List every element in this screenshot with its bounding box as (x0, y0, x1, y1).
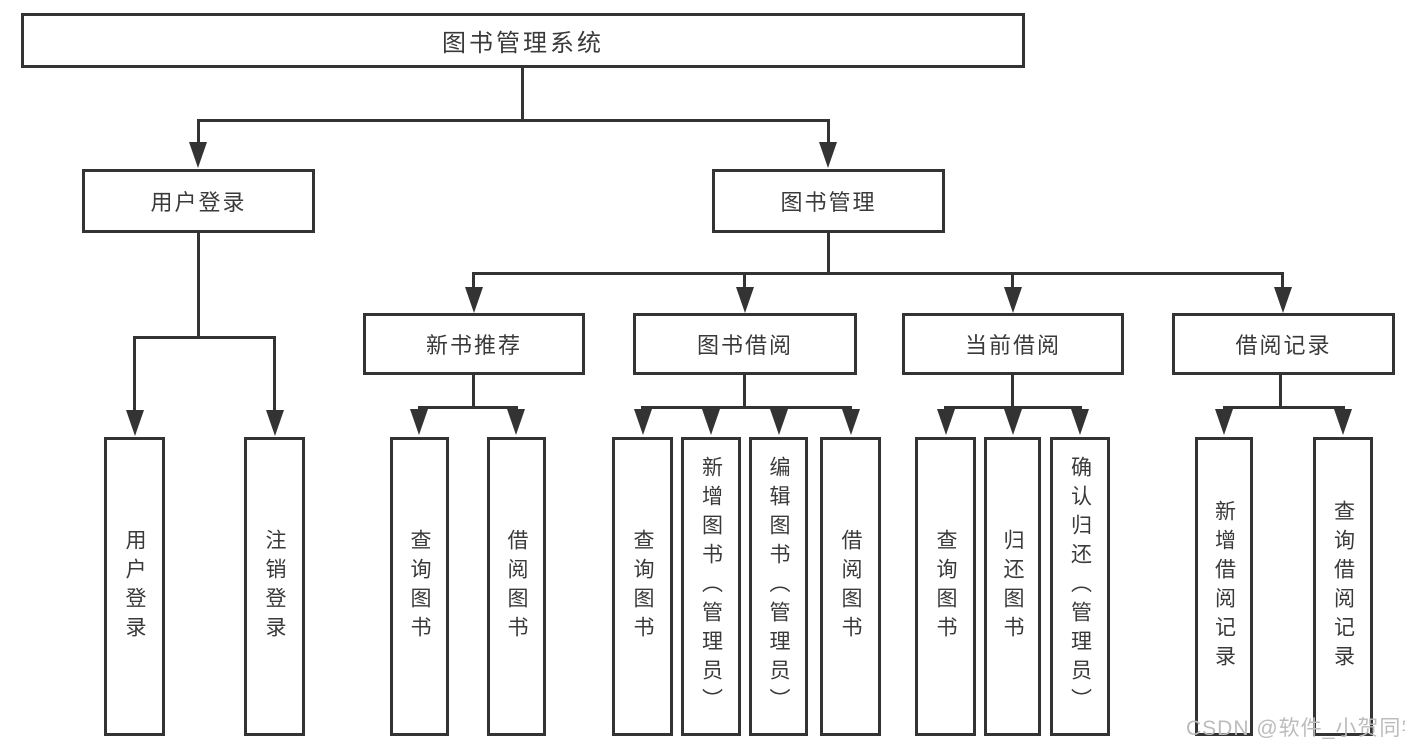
csdn-watermark: CSDN @软件_小贺同学 (1186, 717, 1405, 740)
leaf-user-login: 用户登录 (104, 437, 165, 736)
leaf-label: 归还图书 (1001, 528, 1024, 645)
leaf-query-books-1: 查询图书 (390, 437, 449, 736)
connector-borrowrecord-split (1223, 406, 1345, 409)
leaf-query-books-2: 查询图书 (612, 437, 673, 736)
leaf-label: 查询图书 (631, 528, 654, 645)
connector-bookmgmt-stem (827, 233, 830, 272)
arrowhead-leaf (1215, 409, 1233, 435)
leaf-label: 借阅图书 (839, 528, 862, 645)
arrowhead-leaf (266, 410, 284, 436)
connector-bookmgmt-split (472, 272, 1284, 275)
arrowhead-leaf (770, 409, 788, 435)
connector-newbook-stem (472, 375, 475, 406)
leaf-label: 新增借阅记录 (1212, 499, 1236, 674)
leaf-add-borrow-record: 新增借阅记录 (1195, 437, 1253, 736)
node-user-login: 用户登录 (82, 169, 315, 233)
connector-userlogin-split (133, 336, 276, 339)
node-borrow-record: 借阅记录 (1172, 313, 1395, 375)
leaf-label: 注销登录 (263, 528, 286, 645)
leaf-label: 查询借阅记录 (1331, 499, 1355, 674)
leaf-label: 借阅图书 (505, 528, 528, 645)
connector-borrowrecord-stem (1279, 375, 1282, 406)
node-current-borrow: 当前借阅 (902, 313, 1124, 375)
arrowhead-module (736, 287, 754, 313)
connector-currentborrow-split (944, 406, 1082, 409)
connector-drop-module (743, 272, 746, 287)
leaf-label: 新增图书（管理员） (699, 456, 723, 717)
arrowhead-leaf (507, 409, 525, 435)
leaf-label: 查询图书 (408, 528, 431, 645)
connector-root-split (197, 119, 830, 122)
leaf-return-book: 归还图书 (984, 437, 1041, 736)
connector-bookborrow-stem (743, 375, 746, 406)
connector-drop-module (1281, 272, 1284, 287)
leaf-label: 确认归还（管理员） (1068, 456, 1092, 717)
leaf-borrow-books-2: 借阅图书 (820, 437, 881, 736)
leaf-label: 编辑图书（管理员） (767, 456, 790, 717)
arrowhead-leaf (1071, 409, 1089, 435)
arrowhead-leaf (842, 409, 860, 435)
leaf-edit-book-admin: 编辑图书（管理员） (749, 437, 808, 736)
leaf-label: 用户登录 (123, 528, 146, 645)
arrowhead-module (465, 287, 483, 313)
arrowhead-leaf (126, 410, 144, 436)
connector-bookborrow-split (641, 406, 852, 409)
leaf-add-book-admin: 新增图书（管理员） (681, 437, 741, 736)
connector-newbook-split (418, 406, 518, 409)
arrowhead-user-login (189, 142, 207, 168)
arrowhead-leaf (634, 409, 652, 435)
node-library-system: 图书管理系统 (21, 13, 1025, 68)
connector-drop-book-mgmt (827, 119, 830, 143)
arrowhead-module (1004, 287, 1022, 313)
node-book-borrow: 图书借阅 (633, 313, 857, 375)
connector-currentborrow-stem (1011, 375, 1014, 406)
arrowhead-leaf (410, 409, 428, 435)
arrowhead-book-mgmt (819, 142, 837, 168)
connector-drop-module (472, 272, 475, 287)
connector-drop-user-login (197, 119, 200, 143)
arrowhead-leaf (937, 409, 955, 435)
node-new-book-recommend: 新书推荐 (363, 313, 585, 375)
connector-drop-module (1011, 272, 1014, 287)
connector-userlogin-stem (197, 233, 200, 336)
connector-root-stem (521, 68, 524, 119)
connector-drop-leaf (273, 336, 276, 412)
arrowhead-leaf (1334, 409, 1352, 435)
node-book-management: 图书管理 (712, 169, 945, 233)
leaf-borrow-books-1: 借阅图书 (487, 437, 546, 736)
leaf-logout: 注销登录 (244, 437, 305, 736)
connector-drop-leaf (133, 336, 136, 412)
leaf-confirm-return-admin: 确认归还（管理员） (1050, 437, 1110, 736)
leaf-query-borrow-record: 查询借阅记录 (1313, 437, 1373, 736)
arrowhead-leaf (1004, 409, 1022, 435)
arrowhead-module (1274, 287, 1292, 313)
arrowhead-leaf (702, 409, 720, 435)
leaf-label: 查询图书 (934, 528, 957, 645)
leaf-query-books-3: 查询图书 (915, 437, 976, 736)
